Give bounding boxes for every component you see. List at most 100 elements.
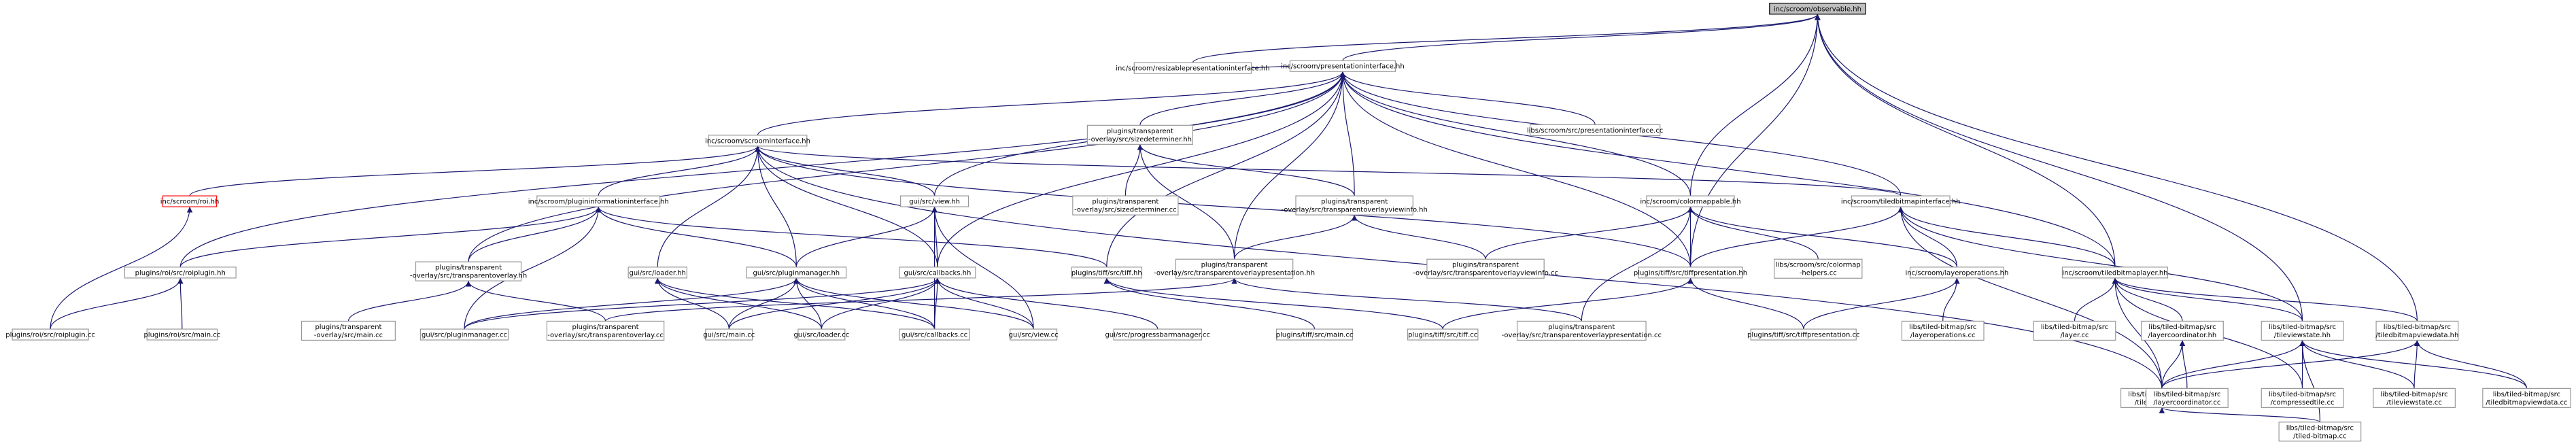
edge-scroominterface-to-pluginmanager_hh (755, 145, 797, 267)
node-tiff_hh[interactable]: plugins/tiff/src/tiff.hh (1071, 267, 1143, 279)
edge-tiledbitmapinterface-to-tiffpres_hh (1689, 207, 1904, 267)
node-plugininfo[interactable]: inc/scroom/plugininformationinterface.hh (528, 195, 669, 207)
edge-callbacks_hh-to-callbacks_cc (934, 277, 941, 330)
node-box (899, 267, 976, 279)
node-layer_cc[interactable]: libs/tiled-bitmap/src/layer.cc (2033, 320, 2116, 341)
node-tiff_cc[interactable]: plugins/tiff/src/tiff.cc (1407, 328, 1479, 341)
edge-top_hh-to-to_cc (604, 277, 1237, 322)
node-callbacks_hh[interactable]: gui/src/callbacks.hh (899, 267, 976, 279)
node-tovi_cc[interactable]: plugins/transparent-overlay/src/transpar… (1413, 258, 1558, 279)
node-label: /tiledbitmapviewdata.cc (2486, 399, 2567, 407)
node-label: /tiled-bitmap.cc (2293, 432, 2346, 440)
node-layercoordinator_cc[interactable]: libs/tiled-bitmap/src/layercoordinator.c… (2145, 388, 2229, 408)
node-label: inc/scroom/observable.hh (1774, 5, 1861, 13)
node-tileviewstate_cc[interactable]: libs/tiled-bitmap/src/tileviewstate.cc (2373, 388, 2456, 408)
node-label: libs/tiled-bitmap/src (2153, 391, 2220, 398)
node-box (1113, 328, 1202, 341)
node-label: libs/tiled-bitmap/src (2380, 391, 2448, 398)
node-observable[interactable]: inc/scroom/observable.hh (1769, 3, 1866, 15)
edge-scroominterface-to-tiledbitmapinterface (755, 145, 1902, 196)
node-label: plugins/transparent (435, 264, 502, 272)
node-loader_cc[interactable]: gui/src/loader.cc (794, 328, 850, 341)
node-box (1072, 195, 1179, 216)
node-roiplugin_cc[interactable]: plugins/roi/src/roiplugin.cc (5, 328, 95, 341)
node-scroominterface[interactable]: inc/scroom/scroominterface.hh (705, 135, 810, 147)
node-sizedeterminer[interactable]: plugins/transparent-overlay/src/sizedete… (1086, 124, 1194, 145)
node-roi_main_cc[interactable]: plugins/roi/src/main.cc (143, 328, 220, 341)
node-label: inc/scroom/colormappable.hh (1640, 199, 1740, 206)
node-label: gui/src/loader.cc (794, 332, 850, 339)
node-colormap_helpers[interactable]: libs/scroom/src/colormap-helpers.cc (1774, 258, 1863, 279)
node-tiffpres_hh[interactable]: plugins/tiff/src/tiffpresentation.hh (1634, 267, 1747, 279)
node-tiledbitmapinterface[interactable]: inc/scroom/tiledbitmapinterface.hh (1841, 195, 1961, 207)
node-label: inc/scroom/layeroperations.hh (1905, 269, 2008, 277)
node-layercoordinator_hh[interactable]: libs/tiled-bitmap/src/layercoordinator.h… (2141, 320, 2224, 341)
node-compressedtile_cc[interactable]: libs/tiled-bitmap/src/compressedtile.cc (2261, 388, 2344, 408)
node-libs_pi_cc[interactable]: libs/scroom/src/presentationinterface.cc (1527, 124, 1663, 136)
node-box (2261, 388, 2344, 408)
node-colormappable[interactable]: inc/scroom/colormappable.hh (1640, 195, 1741, 207)
node-tiledbitmaplayer[interactable]: inc/scroom/tiledbitmaplayer.hh (2061, 267, 2169, 279)
nodes-layer: inc/scroom/observable.hh inc/scroom/resiz… (5, 3, 2571, 442)
node-box (1529, 124, 1661, 136)
node-to_hh[interactable]: plugins/transparent-overlay/src/transpar… (410, 261, 527, 281)
node-roi[interactable]: inc/scroom/roi.hh (160, 195, 220, 207)
node-box (12, 328, 89, 341)
node-tiledbitmapviewdata_hh[interactable]: libs/tiled-bitmap/src/tiledbitmapviewdat… (2375, 320, 2459, 341)
edge-tiffpres_hh-to-tiff_cc (1442, 277, 1694, 330)
node-progressbar_cc[interactable]: gui/src/progressbarmanager.cc (1105, 328, 1210, 341)
node-label: -overlay/src/main.cc (314, 332, 383, 339)
node-pluginmanager_cc[interactable]: gui/src/pluginmanager.cc (419, 328, 509, 341)
node-view_cc[interactable]: gui/src/view.cc (1009, 328, 1059, 341)
edge-tiledbitmapviewdata_hh-to-tileviewstate_cc (2414, 340, 2420, 389)
node-box (1851, 195, 1951, 207)
node-box (1901, 320, 1985, 341)
node-box (1646, 195, 1735, 207)
node-label: gui/src/view.hh (909, 199, 960, 206)
node-label: gui/src/main.cc (703, 332, 755, 339)
node-layeroperations_cc[interactable]: libs/tiled-bitmap/src/layeroperations.cc (1901, 320, 1985, 341)
node-tiff_main_cc[interactable]: plugins/tiff/src/main.cc (1276, 328, 1354, 341)
edge-tileviewstate_hh-to-tileviewstate_cc (2299, 340, 2415, 389)
node-label: plugins/transparent (315, 324, 381, 331)
edge-tovi_hh-to-top_hh (1233, 215, 1358, 260)
node-resizable[interactable]: inc/scroom/resizablepresentationinterfac… (1116, 62, 1270, 74)
node-loader_hh[interactable]: gui/src/loader.hh (628, 267, 687, 279)
node-tiledbitmap_cc[interactable]: libs/tiled-bitmap/src/tiled-bitmap.cc (2278, 422, 2362, 442)
edge-presentationinterface-to-tovi_hh (1339, 71, 1355, 196)
node-presentationinterface[interactable]: inc/scroom/presentationinterface.hh (1281, 60, 1405, 72)
node-tiffpres_cc[interactable]: plugins/tiff/src/tiffpresentation.cc (1747, 328, 1860, 341)
edge-presentationinterface-to-scroominterface (757, 71, 1345, 136)
node-label: inc/scroom/roi.hh (160, 199, 220, 206)
node-view_hh[interactable]: gui/src/view.hh (900, 195, 969, 207)
node-box (1086, 124, 1194, 145)
edge-scroominterface-to-view_hh (755, 145, 935, 196)
node-roiplugin_hh[interactable]: plugins/roi/src/roiplugin.hh (124, 267, 237, 279)
node-box (2061, 267, 2169, 279)
node-gui_main_cc[interactable]: gui/src/main.cc (703, 328, 755, 341)
node-box (1774, 258, 1863, 279)
node-label: plugins/tiff/src/main.cc (1276, 332, 1354, 339)
node-top_cc[interactable]: plugins/transparent-overlay/src/transpar… (1502, 320, 1662, 341)
node-box (2033, 320, 2116, 341)
node-tiledbitmapviewdata_cc[interactable]: libs/tiled-bitmap/src/tiledbitmapviewdat… (2482, 388, 2571, 408)
node-layeroperations_hh[interactable]: inc/scroom/layeroperations.hh (1905, 267, 2008, 279)
node-to_cc[interactable]: plugins/transparent-overlay/src/transpar… (546, 320, 665, 341)
node-label: libs/tiled-bitmap/src (2148, 324, 2216, 331)
node-label: -overlay/src/sizedeterminer.hh (1088, 136, 1192, 143)
node-callbacks_cc[interactable]: gui/src/callbacks.cc (899, 328, 970, 341)
node-tileviewstate_hh[interactable]: libs/tiled-bitmap/src/tileviewstate.hh (2261, 320, 2344, 341)
edge-tiff_hh-to-tiff_main_cc (1103, 277, 1316, 330)
edge-sizedeterminer-to-sizedeterminer_cc (1124, 144, 1144, 196)
node-sizedeterminer_cc[interactable]: plugins/transparent-overlay/src/sizedete… (1072, 195, 1179, 216)
node-to_main_cc[interactable]: plugins/transparent-overlay/src/main.cc (300, 320, 396, 341)
node-label: gui/src/callbacks.cc (901, 332, 967, 339)
edge-plugininfo-to-pluginmanager_cc (464, 207, 602, 330)
node-tovi_hh[interactable]: plugins/transparent-overlay/src/transpar… (1281, 195, 1428, 216)
edge-colormappable-to-colormap_helpers (1687, 207, 1819, 260)
node-pluginmanager_hh[interactable]: gui/src/pluginmanager.hh (746, 267, 847, 279)
node-box (2375, 320, 2459, 341)
edge-scroominterface-to-callbacks_hh (755, 145, 938, 267)
node-top_hh[interactable]: plugins/transparent-overlay/src/transpar… (1154, 258, 1315, 279)
edge-plugininfo-to-roiplugin_hh (179, 206, 602, 268)
